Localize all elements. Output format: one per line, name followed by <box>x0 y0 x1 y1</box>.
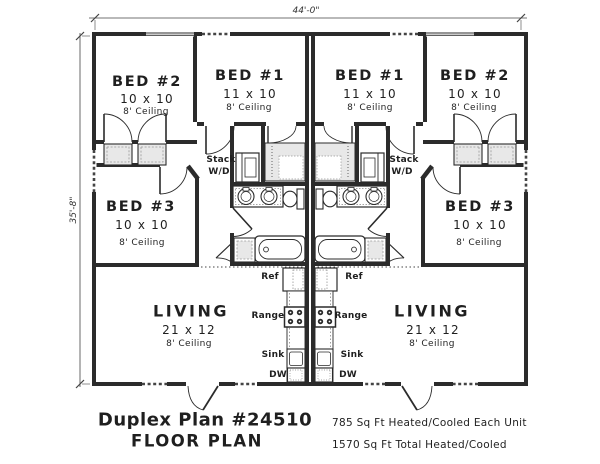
bed1-name-right: BED #1 <box>335 68 405 84</box>
living-ceiling-left: 8' Ceiling <box>166 339 212 349</box>
dimension-lines <box>75 13 527 389</box>
living-name-right: LIVING <box>393 301 471 321</box>
bed2-size-left: 10 x 10 <box>120 92 174 106</box>
bed1-name-left: BED #1 <box>215 68 285 84</box>
bed2-size-right: 10 x 10 <box>448 87 502 101</box>
wd-label-left: W/D <box>208 167 230 177</box>
sqft-each-unit: 785 Sq Ft Heated/Cooled Each Unit <box>332 417 527 429</box>
bed3-ceiling-right: 8' Ceiling <box>456 238 502 248</box>
sink-label-right: Sink <box>340 350 364 360</box>
bed1-size-right: 11 x 10 <box>343 87 397 101</box>
bed3-name-left: BED #3 <box>106 199 176 215</box>
bed2-name-left: BED #2 <box>112 74 182 90</box>
bed2-ceiling-right: 8' Ceiling <box>451 103 497 113</box>
drawing-name: FLOOR PLAN <box>131 431 263 451</box>
ref-label-left: Ref <box>261 272 279 282</box>
range-label-right: Range <box>334 311 368 321</box>
range-label-left: Range <box>251 311 285 321</box>
living-name-left: LIVING <box>152 301 230 321</box>
wd-label-right: W/D <box>391 167 413 177</box>
bed2-ceiling-left: 8' Ceiling <box>123 107 169 117</box>
bed3-size-left: 10 x 10 <box>115 218 169 232</box>
bed1-ceiling-right: 8' Ceiling <box>347 103 393 113</box>
bed3-size-right: 10 x 10 <box>453 218 507 232</box>
dw-label-right: DW <box>339 370 357 380</box>
stack-label-left: Stack <box>206 155 236 165</box>
sqft-total: 1570 Sq Ft Total Heated/Cooled <box>332 439 507 451</box>
overall-depth-dimension: 35'-8" <box>69 196 79 224</box>
plan-title: Duplex Plan #24510 <box>97 409 313 431</box>
bed3-ceiling-left: 8' Ceiling <box>119 238 165 248</box>
ref-label-right: Ref <box>345 272 363 282</box>
living-ceiling-right: 8' Ceiling <box>409 339 455 349</box>
bed1-ceiling-left: 8' Ceiling <box>226 103 272 113</box>
living-size-right: 21 x 12 <box>406 323 460 337</box>
stack-label-right: Stack <box>389 155 419 165</box>
bed3-name-right: BED #3 <box>445 199 515 215</box>
bed1-size-left: 11 x 10 <box>223 87 277 101</box>
bed2-name-right: BED #2 <box>440 68 510 84</box>
living-size-left: 21 x 12 <box>162 323 216 337</box>
dw-label-left: DW <box>269 370 287 380</box>
overall-width-dimension: 44'-0" <box>292 6 320 16</box>
sink-label-left: Sink <box>261 350 285 360</box>
